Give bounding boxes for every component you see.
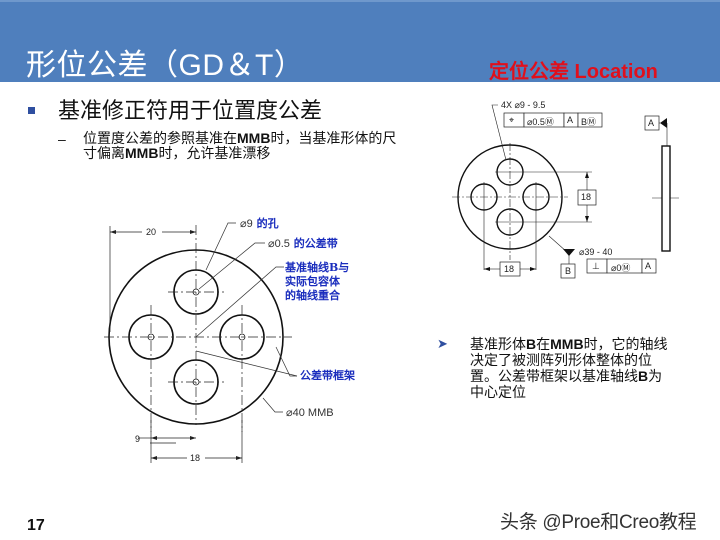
square-bullet-icon bbox=[28, 107, 35, 114]
dim-vertical-18: 18 bbox=[581, 192, 592, 202]
slide-title: 形位公差（GD＆T） bbox=[26, 49, 305, 82]
datum-a-label: A bbox=[648, 118, 655, 128]
arrow-bullet-icon: ➤ bbox=[437, 336, 448, 351]
note-bullet: ➤ 基准形体B在MMB时，它的轴线决定了被测阵列形体整体的位置。公差带框架以基准… bbox=[437, 336, 687, 400]
callout-hole: ⌀9 的孔 bbox=[240, 217, 279, 230]
fcf-position-symbol: ⌖ bbox=[509, 115, 515, 125]
slide-header: 形位公差（GD＆T） 定位公差 Location bbox=[0, 0, 720, 83]
callout-datum-axis: 基准轴线B与 实际包容体 的轴线重合 bbox=[285, 261, 350, 302]
main-bullet-text: 基准修正符用于位置度公差 bbox=[58, 98, 323, 123]
dash-bullet-icon: – bbox=[58, 131, 66, 147]
fcf-position-tol: ⌀0.5Ⓜ bbox=[527, 117, 554, 127]
fcf-perp-symbol: ⊥ bbox=[592, 261, 600, 271]
dim-18: 18 bbox=[190, 453, 201, 463]
page-number: 17 bbox=[27, 517, 45, 534]
fcf-datum-b: BⓂ bbox=[581, 117, 597, 127]
callout-tol-zone: ⌀0.5 的公差带 bbox=[268, 237, 338, 250]
dim-9: 9 bbox=[135, 434, 141, 444]
fcf-perp-tol: ⌀0Ⓜ bbox=[611, 263, 631, 273]
datum-b-label: B bbox=[565, 266, 572, 276]
slide-subtitle: 定位公差 Location bbox=[489, 61, 658, 83]
main-bullet: 基准修正符用于位置度公差 bbox=[28, 98, 322, 124]
note-text: 基准形体B在MMB时，它的轴线决定了被测阵列形体整体的位置。公差带框架以基准轴线… bbox=[470, 336, 668, 400]
watermark: 头条 @Proe和Creo教程 bbox=[500, 512, 697, 533]
sub-bullet-text: 位置度公差的参照基准在MMB时，当基准形体的尺寸偏离MMB时，允许基准漂移 bbox=[83, 130, 397, 161]
outer-dim: ⌀39 - 40 bbox=[579, 247, 613, 257]
sub-bullet: – 位置度公差的参照基准在MMB时，当基准形体的尺寸偏离MMB时，允许基准漂移 bbox=[58, 131, 418, 161]
hole-note: 4X ⌀9 - 9.5 bbox=[501, 100, 546, 110]
callout-frame: 公差带框架 bbox=[300, 369, 355, 382]
dim-horizontal-18: 18 bbox=[504, 264, 515, 274]
dim-20: 20 bbox=[146, 227, 157, 237]
callout-outer-dim: ⌀40 MMB bbox=[286, 407, 334, 419]
fcf-datum-a: A bbox=[567, 115, 574, 125]
fcf-perp-datum: A bbox=[645, 261, 652, 271]
